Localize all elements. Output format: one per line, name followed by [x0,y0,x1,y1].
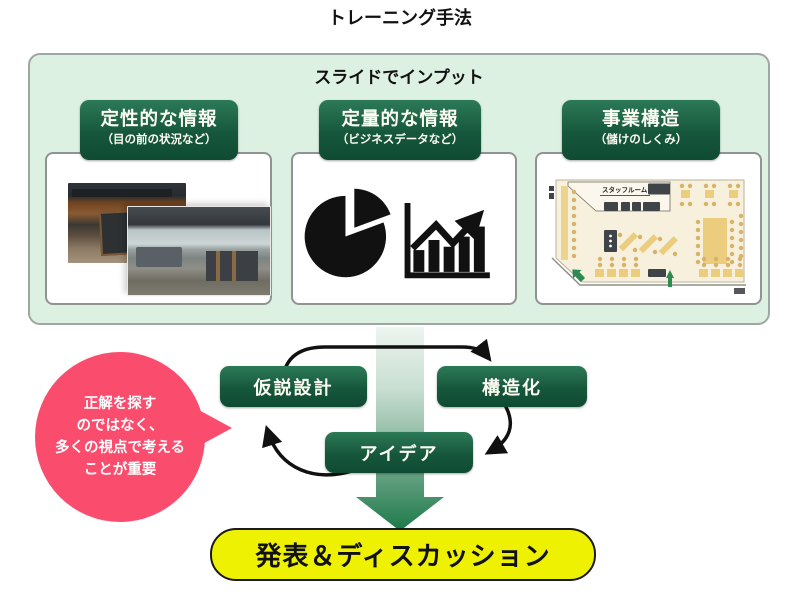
callout-line: ことが重要 [83,462,157,478]
outcome-box: 発表＆ディスカッション [210,528,596,581]
flow-down-arrow [356,327,444,531]
callout-line: 多くの視点で考える [54,440,186,456]
floorplan-staff-room-label: スタッフルーム [602,185,648,194]
page-title: トレーニング手法 [328,8,472,29]
callout-line: のではなく、 [76,418,164,434]
pie-chart-icon [304,188,391,278]
cycle-arrow-right [484,405,512,455]
column-subtitle: （ビジネスデータなど） [336,132,464,146]
column-header-quantitative: 定量的な情報 （ビジネスデータなど） [319,100,481,160]
cycle-step-structuring: 構造化 [437,366,587,407]
entrance-arrow-icon [572,269,674,287]
cycle-arrow-left [262,424,354,477]
column-header-business-structure: 事業構造 （儲けのしくみ） [562,100,720,160]
cycle-arrows [262,338,512,477]
input-panel-heading: スライドでインプット [314,68,484,88]
cycle-step-hypothesis: 仮説設計 [220,366,367,407]
callout-bubble: 正解を探す のではなく、 多くの視点で考える ことが重要 [35,352,205,522]
column-title: 事業構造 [601,109,680,130]
cycle-step-idea: アイデア [325,432,473,473]
column-header-qualitative: 定性的な情報 （目の前の状況など） [80,100,238,160]
cycle-arrow-top [283,338,492,371]
column-subtitle: （儲けのしくみ） [594,132,688,146]
callout-line: 正解を探す [83,396,157,412]
column-subtitle: （目の前の状況など） [101,132,217,146]
column-title: 定性的な情報 [100,109,218,130]
floorplan-graphic: スタッフルーム [549,179,746,294]
bar-chart-icon [404,203,490,279]
column-title: 定量的な情報 [341,109,459,130]
cafe-photo-2 [127,206,271,296]
